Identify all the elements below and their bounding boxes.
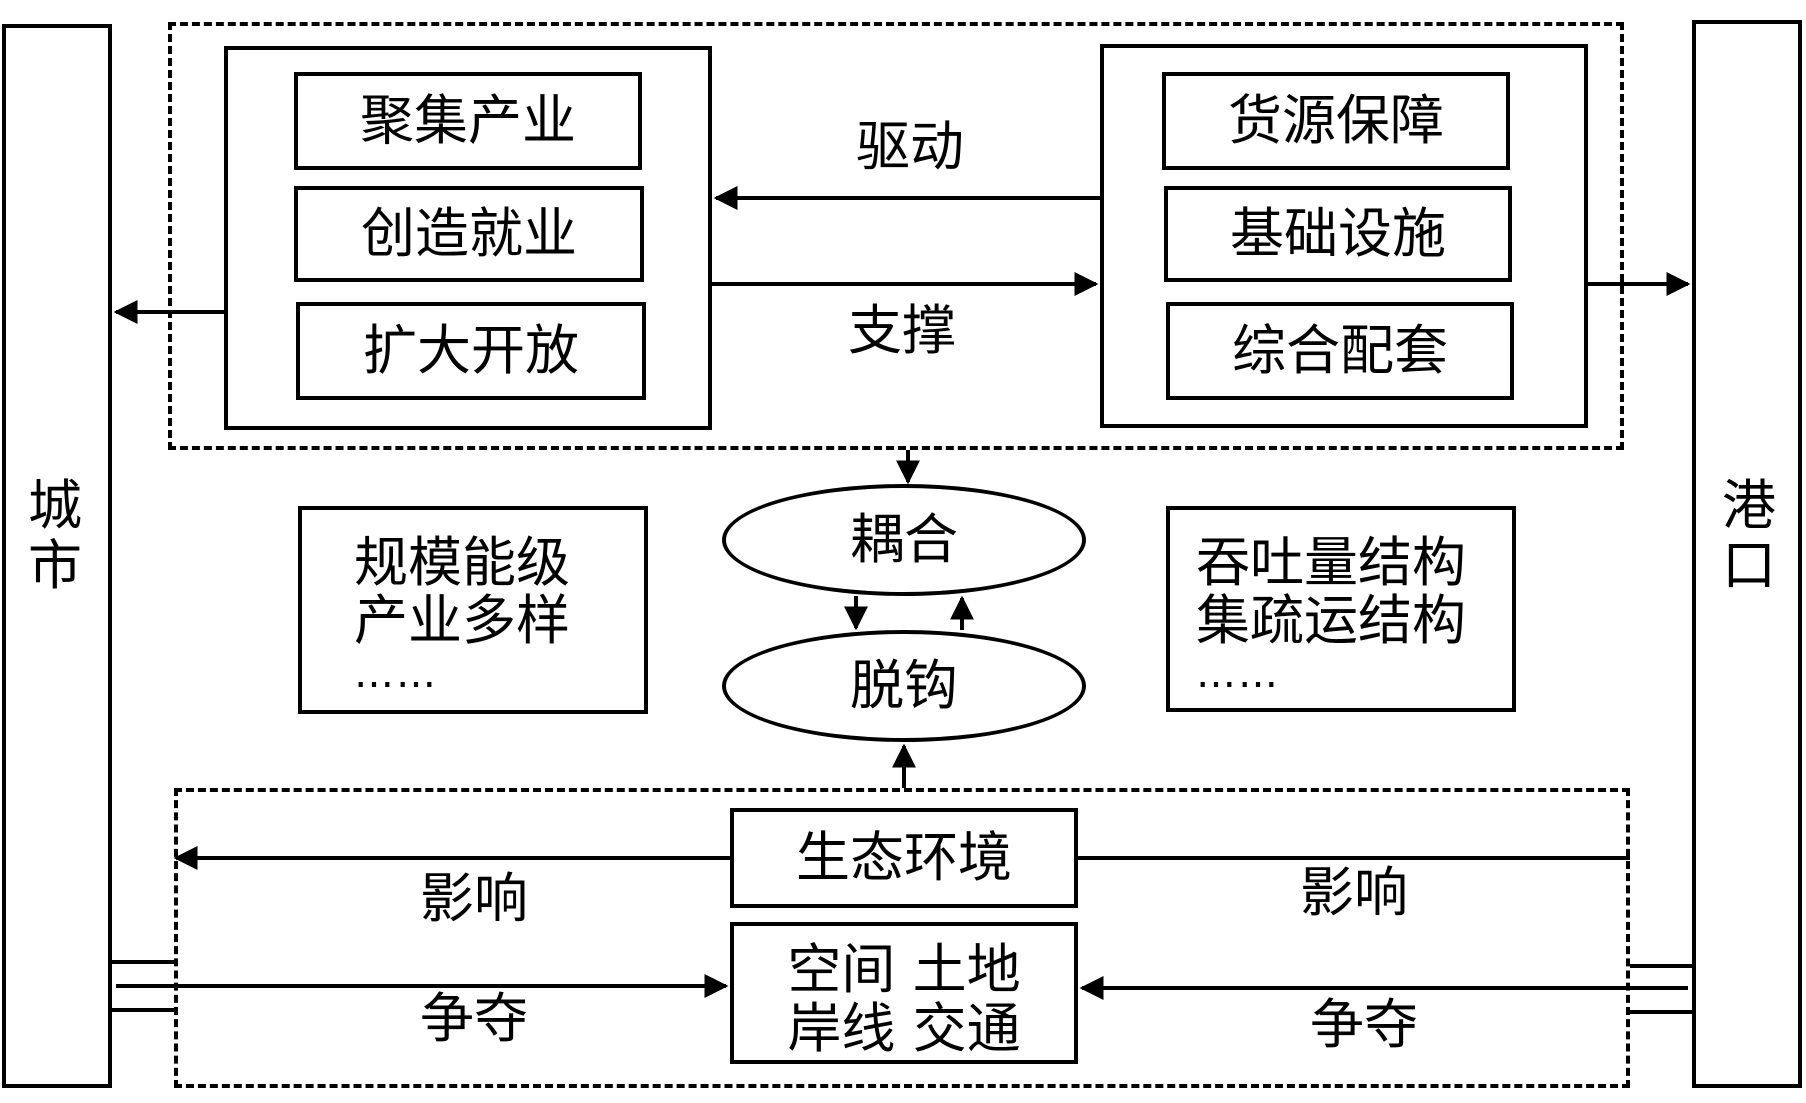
city-indicators-box: 规模能级 产业多样 ……: [298, 506, 648, 714]
port-indicator-ellipsis: ……: [1196, 650, 1280, 697]
port-function-item-3: 综合配套: [1166, 302, 1514, 400]
influence-left-label: 影响: [420, 867, 528, 930]
port-function-item-1: 货源保障: [1162, 72, 1510, 170]
top-dashed-region: [168, 22, 1624, 450]
port-indicator-throughput: 吞吐量结构: [1196, 531, 1466, 594]
city-functions-group: [224, 46, 712, 430]
city-function-item-2: 创造就业: [294, 186, 644, 282]
port-bar: [1692, 20, 1802, 1088]
resources-line-2: 岸线 交通: [787, 997, 1021, 1061]
compete-left-label: 争夺: [420, 987, 528, 1050]
influence-right-label: 影响: [1300, 861, 1408, 924]
port-functions-group: [1100, 44, 1588, 428]
ecology-box: 生态环境: [730, 808, 1078, 908]
port-bar-label: 港口: [1722, 474, 1776, 598]
port-indicators-box: 吞吐量结构 集疏运结构 ……: [1166, 506, 1516, 712]
decoupling-ellipse: 脱钩: [722, 630, 1086, 742]
city-function-item-3: 扩大开放: [296, 302, 646, 400]
port-indicator-collection: 集疏运结构: [1196, 589, 1466, 653]
port-function-item-2: 基础设施: [1164, 186, 1512, 282]
resources-box: 空间 土地 岸线 交通: [730, 922, 1078, 1064]
coupling-ellipse: 耦合: [722, 484, 1086, 596]
city-indicator-scale: 规模能级: [354, 531, 570, 594]
compete-right-label: 争夺: [1310, 993, 1418, 1056]
bottom-dashed-region: [174, 788, 1630, 1088]
city-bar: [2, 24, 112, 1088]
city-bar-label: 城市: [28, 474, 82, 598]
support-label: 支撑: [848, 299, 956, 362]
city-indicator-ellipsis: ……: [354, 650, 438, 697]
city-function-item-1: 聚集产业: [294, 72, 642, 170]
city-indicator-diversity: 产业多样: [354, 589, 570, 653]
drive-label: 驱动: [856, 115, 964, 178]
resources-line-1: 空间 土地: [787, 938, 1021, 1001]
